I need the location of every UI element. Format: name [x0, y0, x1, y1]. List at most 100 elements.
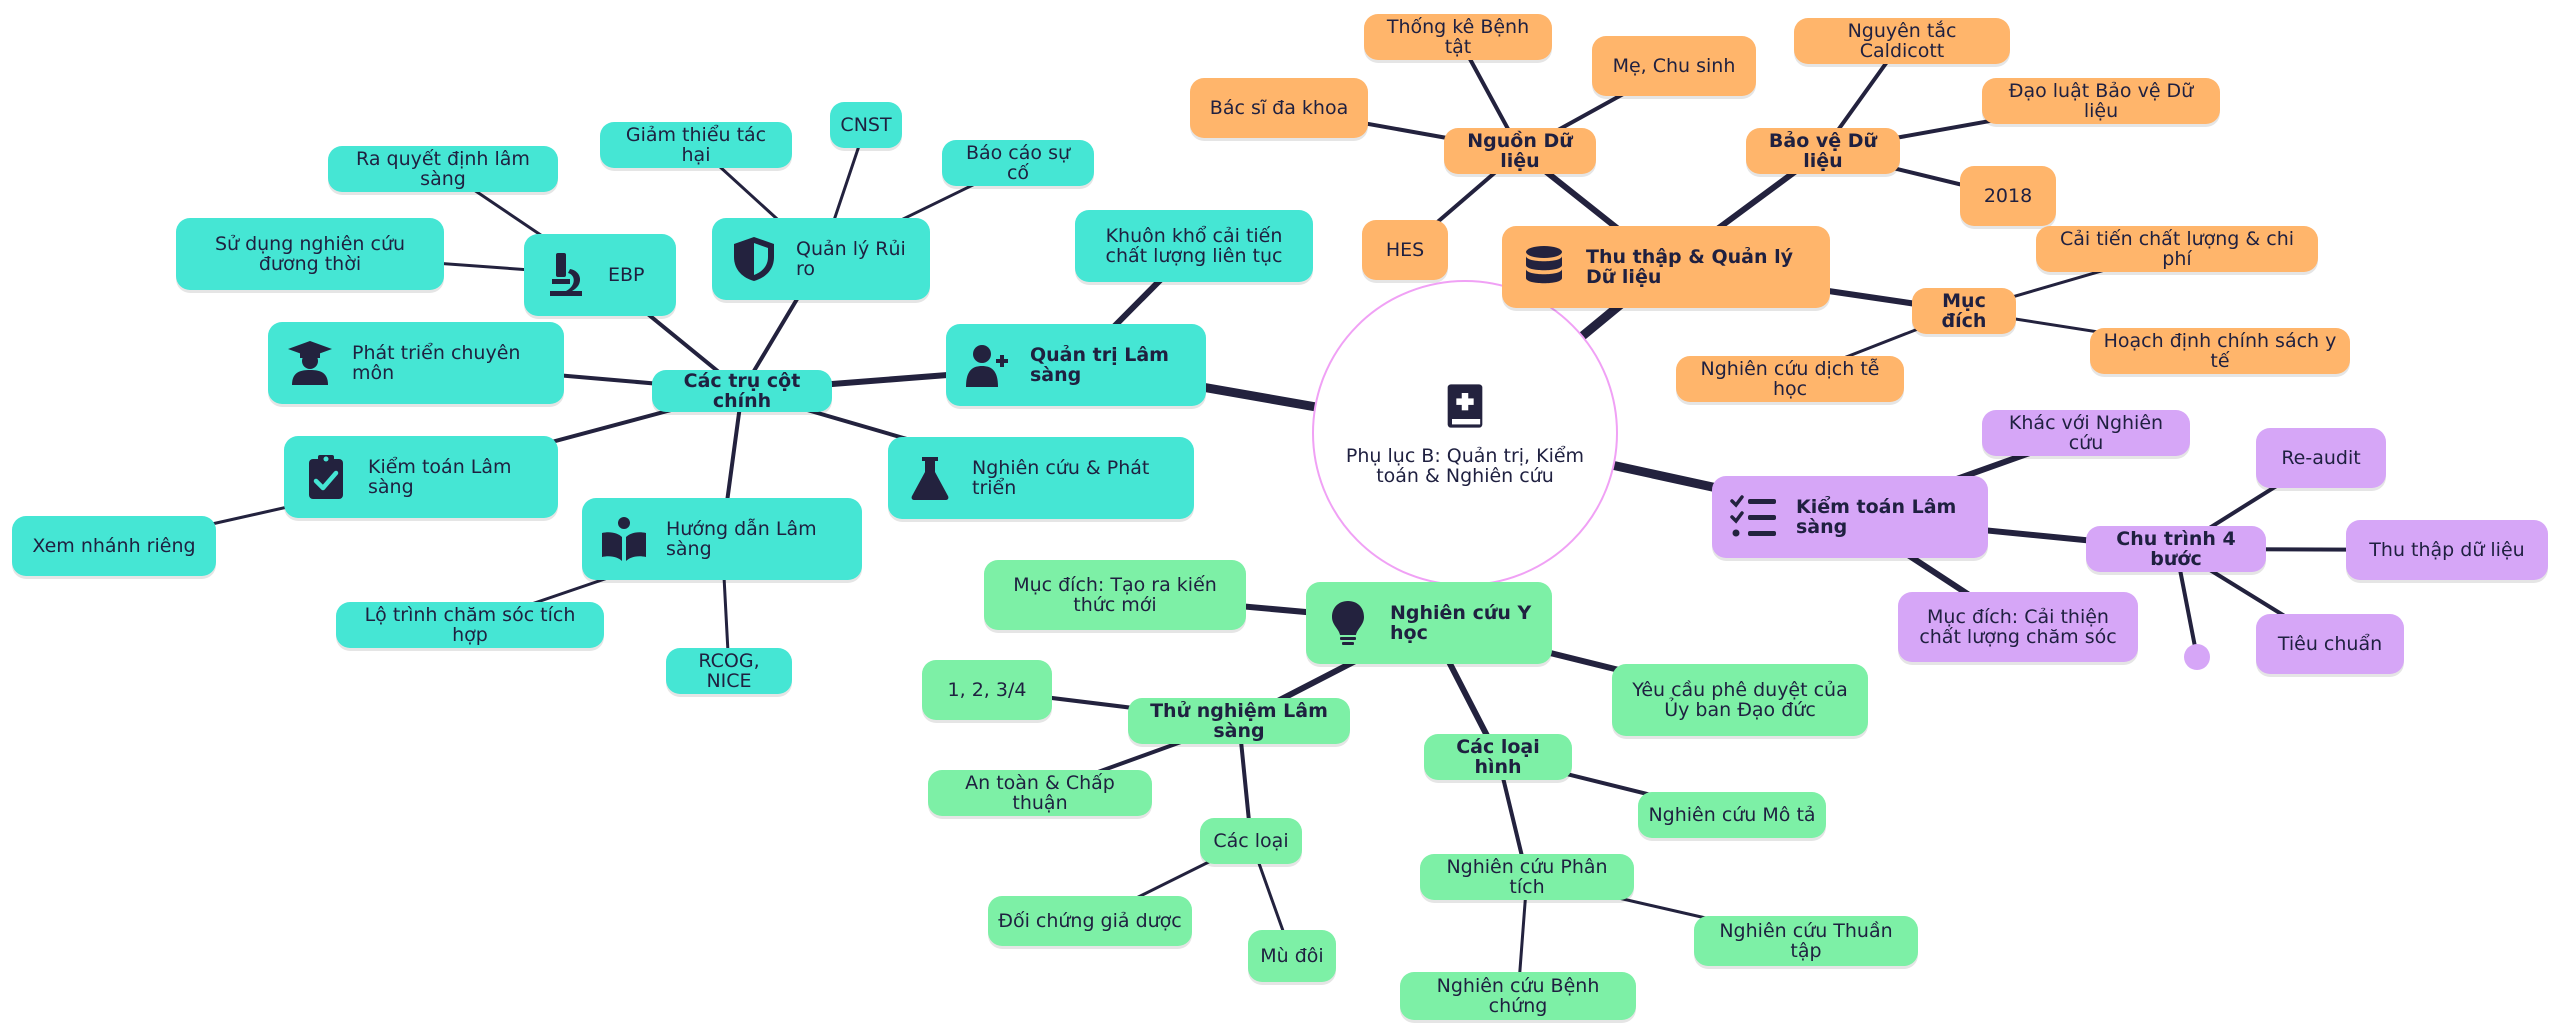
node-clinical-governance[interactable]: Quản trị Lâm sàng — [946, 324, 1206, 406]
node-case-control-study-label: Nghiên cứu Bệnh chứng — [1436, 975, 1600, 1017]
node-pillars-label: Các trụ cột chính — [683, 370, 801, 412]
node-risk-management[interactable]: Quản lý Rủi ro — [712, 218, 930, 300]
node-data-management-label: Thu thập & Quản lý Dữ liệu — [1586, 246, 1793, 288]
node-epidemiology[interactable]: Nghiên cứu dịch tễ học — [1676, 356, 1904, 402]
node-professional-development-label: Phát triển chuyên môn — [352, 342, 521, 384]
node-clinical-guidelines[interactable]: Hướng dẫn Lâm sàng — [582, 498, 862, 580]
node-incident-report-label: Báo cáo sự cố — [965, 142, 1071, 184]
node-contemporary-research-label: Sử dụng nghiên cứu đương thời — [214, 233, 406, 275]
node-contemporary-research[interactable]: Sử dụng nghiên cứu đương thời — [176, 218, 444, 290]
node-data-collection-label: Thu thập dữ liệu — [2369, 539, 2525, 561]
node-audit-purpose[interactable]: Mục đích: Cải thiện chất lượng chăm sóc — [1898, 592, 2138, 662]
node-health-policy[interactable]: Hoạch định chính sách y tế — [2090, 328, 2350, 374]
node-maternal-perinatal[interactable]: Mẹ, Chu sinh — [1592, 36, 1756, 96]
node-clinical-audit-pillar[interactable]: Kiểm toán Lâm sàng — [284, 436, 558, 518]
node-data-collection[interactable]: Thu thập dữ liệu — [2346, 520, 2548, 580]
node-clinical-decision-label: Ra quyết định lâm sàng — [356, 148, 530, 190]
node-data-protection[interactable]: Bảo vệ Dữ liệu — [1746, 128, 1900, 174]
node-quality-framework[interactable]: Khuôn khổ cải tiến chất lượng liên tục — [1075, 210, 1313, 282]
node-safety-approval[interactable]: An toàn & Chấp thuận — [928, 770, 1152, 816]
node-descriptive-study[interactable]: Nghiên cứu Mô tả — [1638, 792, 1826, 838]
node-harm-reduction[interactable]: Giảm thiểu tác hại — [600, 122, 792, 168]
node-2018[interactable]: 2018 — [1960, 166, 2056, 226]
node-clinical-guidelines-label: Hướng dẫn Lâm sàng — [666, 518, 817, 560]
node-professional-development[interactable]: Phát triển chuyên môn — [268, 322, 564, 404]
node-re-audit[interactable]: Re-audit — [2256, 428, 2386, 488]
node-cohort-study-label: Nghiên cứu Thuần tập — [1719, 920, 1893, 962]
node-standards[interactable]: Tiêu chuẩn — [2256, 614, 2404, 674]
node-four-step-cycle-label: Chu trình 4 bước — [2116, 528, 2236, 570]
node-hes[interactable]: HES — [1362, 220, 1448, 280]
checklist-icon — [1728, 491, 1780, 543]
node-integrated-care-label: Lộ trình chăm sóc tích hợp — [364, 604, 576, 646]
node-2018-label: 2018 — [1983, 185, 2033, 207]
node-data-purpose[interactable]: Mục đích — [1912, 288, 2016, 334]
empty-step-dot[interactable] — [2184, 644, 2210, 670]
node-data-management[interactable]: Thu thập & Quản lý Dữ liệu — [1502, 226, 1830, 308]
doctor-icon — [962, 339, 1014, 391]
node-placebo-controlled[interactable]: Đối chứng giả dược — [988, 896, 1192, 946]
node-descriptive-study-label: Nghiên cứu Mô tả — [1648, 804, 1816, 826]
node-data-protection-label: Bảo vệ Dữ liệu — [1768, 130, 1878, 172]
node-integrated-care[interactable]: Lộ trình chăm sóc tích hợp — [336, 602, 604, 648]
central-topic-label: Phụ lục B: Quản trị, Kiểm toán & Nghiên … — [1345, 445, 1585, 487]
node-quality-cost[interactable]: Cải tiến chất lượng & chi phí — [2036, 226, 2318, 272]
node-research-purpose-label: Mục đích: Tạo ra kiến thức mới — [1013, 574, 1217, 616]
node-data-sources[interactable]: Nguồn Dữ liệu — [1444, 128, 1596, 174]
node-ebp[interactable]: EBP — [524, 234, 676, 316]
flask-icon — [904, 452, 956, 504]
node-ethics-approval[interactable]: Yêu cầu phê duyệt của Ủy ban Đạo đức — [1612, 664, 1868, 736]
node-standards-label: Tiêu chuẩn — [2277, 633, 2383, 655]
node-clinical-trials-label: Thử nghiệm Lâm sàng — [1150, 700, 1328, 742]
shield-icon — [728, 233, 780, 285]
node-see-separate-branch-label: Xem nhánh riêng — [32, 535, 196, 557]
node-cnst[interactable]: CNST — [830, 102, 902, 148]
node-clinical-trials[interactable]: Thử nghiệm Lâm sàng — [1128, 698, 1350, 744]
node-study-types[interactable]: Các loại hình — [1424, 734, 1572, 780]
node-placebo-controlled-label: Đối chứng giả dược — [998, 910, 1182, 932]
node-see-separate-branch[interactable]: Xem nhánh riêng — [12, 516, 216, 576]
node-trial-types-label: Các loại — [1213, 830, 1289, 852]
node-case-control-study[interactable]: Nghiên cứu Bệnh chứng — [1400, 972, 1636, 1020]
node-incident-report[interactable]: Báo cáo sự cố — [942, 140, 1094, 186]
node-cohort-study[interactable]: Nghiên cứu Thuần tập — [1694, 916, 1918, 966]
node-data-protection-act[interactable]: Đạo luật Bảo vệ Dữ liệu — [1982, 78, 2220, 124]
node-medical-research[interactable]: Nghiên cứu Y học — [1306, 582, 1552, 664]
node-general-practitioner[interactable]: Bác sĩ đa khoa — [1190, 78, 1368, 138]
node-hes-label: HES — [1385, 239, 1425, 261]
node-data-sources-label: Nguồn Dữ liệu — [1467, 130, 1573, 172]
node-caldicott[interactable]: Nguyên tắc Caldicott — [1794, 18, 2010, 64]
node-audit-purpose-label: Mục đích: Cải thiện chất lượng chăm sóc — [1919, 606, 2117, 648]
node-clinical-audit[interactable]: Kiểm toán Lâm sàng — [1712, 476, 1988, 558]
node-caldicott-label: Nguyên tắc Caldicott — [1847, 20, 1957, 62]
node-data-purpose-label: Mục đích — [1941, 290, 1987, 332]
node-research-development[interactable]: Nghiên cứu & Phát triển — [888, 437, 1194, 519]
node-trial-types[interactable]: Các loại — [1200, 818, 1302, 864]
central-topic[interactable]: Phụ lục B: Quản trị, Kiểm toán & Nghiên … — [1312, 280, 1618, 586]
node-clinical-audit-label: Kiểm toán Lâm sàng — [1796, 496, 1957, 538]
node-double-blind-label: Mù đôi — [1260, 945, 1324, 967]
lightbulb-icon — [1322, 597, 1374, 649]
node-analytical-study[interactable]: Nghiên cứu Phân tích — [1420, 854, 1634, 900]
node-trial-phases[interactable]: 1, 2, 3/4 — [922, 660, 1052, 720]
graduate-icon — [284, 337, 336, 389]
node-clinical-decision[interactable]: Ra quyết định lâm sàng — [328, 146, 558, 192]
node-health-policy-label: Hoạch định chính sách y tế — [2103, 330, 2337, 372]
node-four-step-cycle[interactable]: Chu trình 4 bước — [2086, 526, 2266, 572]
node-differs-research-label: Khác với Nghiên cứu — [2008, 412, 2164, 454]
node-research-development-label: Nghiên cứu & Phát triển — [972, 457, 1150, 499]
node-maternal-perinatal-label: Mẹ, Chu sinh — [1612, 55, 1736, 77]
node-differs-research[interactable]: Khác với Nghiên cứu — [1982, 410, 2190, 456]
node-data-protection-act-label: Đạo luật Bảo vệ Dữ liệu — [2008, 80, 2194, 122]
node-pillars[interactable]: Các trụ cột chính — [652, 370, 832, 412]
node-risk-management-label: Quản lý Rủi ro — [796, 238, 906, 280]
node-research-purpose[interactable]: Mục đích: Tạo ra kiến thức mới — [984, 560, 1246, 630]
node-epidemiology-label: Nghiên cứu dịch tễ học — [1700, 358, 1880, 400]
medical-book-icon — [1439, 380, 1491, 436]
node-safety-approval-label: An toàn & Chấp thuận — [965, 772, 1115, 814]
node-general-practitioner-label: Bác sĩ đa khoa — [1209, 97, 1349, 119]
node-morbidity-stats[interactable]: Thống kê Bệnh tật — [1364, 14, 1552, 60]
node-double-blind[interactable]: Mù đôi — [1248, 930, 1336, 982]
node-rcog-nice[interactable]: RCOG, NICE — [666, 648, 792, 694]
